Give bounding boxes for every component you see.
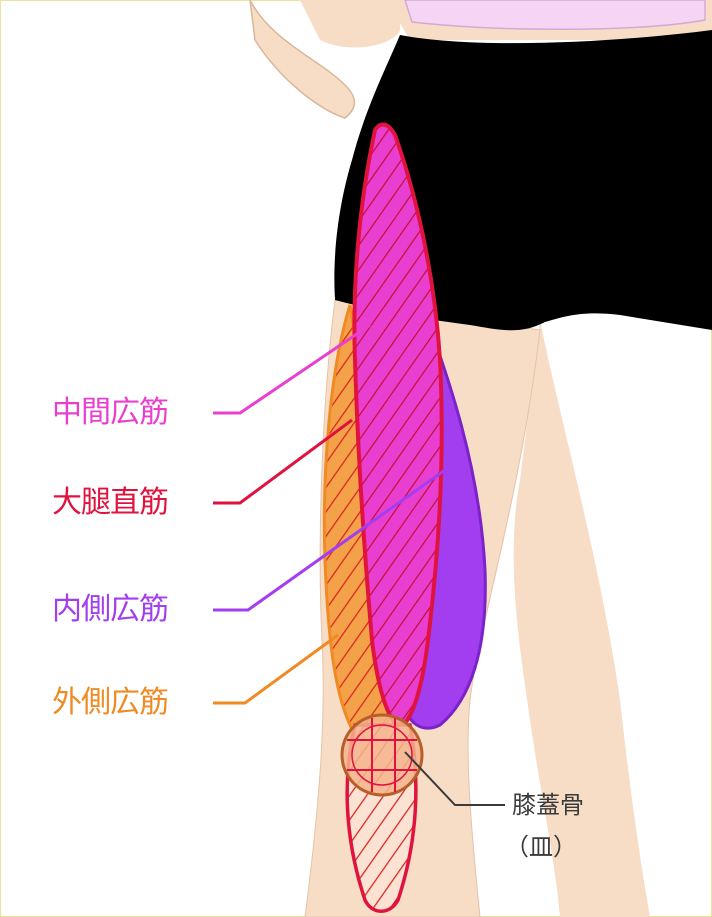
right-leg-skin: [514, 320, 650, 917]
label-patella-note: （皿）: [505, 832, 577, 862]
label-vastus-lateralis: 外側広筋: [52, 685, 168, 721]
patella-bone: [342, 715, 422, 795]
label-vastus-intermedius: 中間広筋: [52, 395, 168, 431]
vastus-lateralis-leader: [213, 635, 338, 703]
label-vastus-medialis: 内側広筋: [52, 592, 168, 628]
label-rectus-femoris: 大腿直筋: [52, 485, 168, 521]
label-patella: 膝蓋骨: [512, 790, 584, 820]
shirt: [405, 0, 705, 29]
